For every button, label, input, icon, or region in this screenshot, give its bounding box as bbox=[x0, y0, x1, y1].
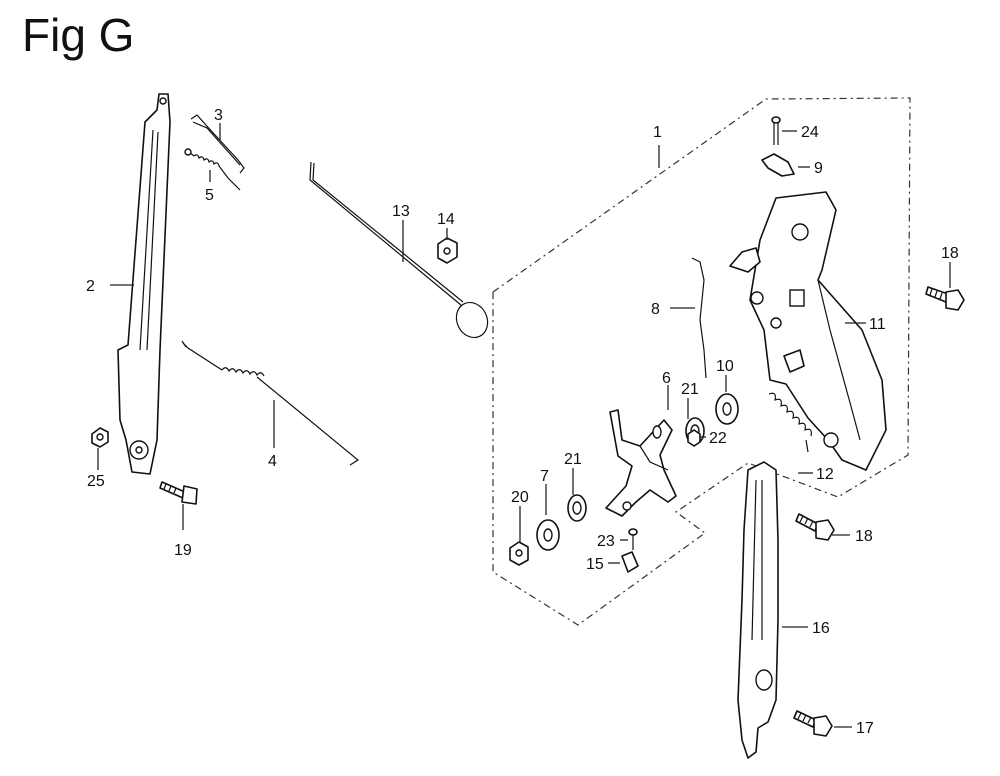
callout-9: 9 bbox=[814, 160, 823, 177]
part-8-spring bbox=[691, 257, 707, 379]
part-18b-bolt bbox=[795, 513, 835, 541]
callout-10: 10 bbox=[716, 358, 734, 375]
figure-title: Fig G bbox=[22, 9, 135, 61]
callout-20: 20 bbox=[511, 489, 529, 506]
part-4-spring-rod bbox=[181, 340, 360, 466]
callout-4: 4 bbox=[268, 453, 277, 470]
part-5-spring bbox=[184, 148, 241, 191]
part-3-rod bbox=[190, 114, 245, 174]
part-23-screw bbox=[628, 528, 638, 550]
leader-lines bbox=[97, 123, 951, 728]
part-16-plate bbox=[737, 461, 779, 759]
callout-15: 15 bbox=[586, 556, 604, 573]
part-13-rod bbox=[309, 161, 489, 339]
callout-12: 12 bbox=[816, 466, 834, 483]
callout-11: 11 bbox=[869, 316, 886, 333]
callout-labels: 1 2 3 4 5 6 7 8 9 10 11 12 13 14 15 16 1… bbox=[86, 107, 959, 737]
callout-25: 25 bbox=[87, 473, 105, 490]
assembly-1-boundary bbox=[492, 97, 911, 626]
part-9-clip bbox=[761, 153, 795, 177]
callout-2: 2 bbox=[86, 278, 95, 295]
part-10-washer bbox=[715, 393, 739, 425]
callout-18-upper: 18 bbox=[941, 245, 959, 262]
callout-5: 5 bbox=[205, 187, 214, 204]
callout-8: 8 bbox=[651, 301, 660, 318]
callout-14: 14 bbox=[437, 211, 455, 228]
callout-22: 22 bbox=[709, 430, 727, 447]
part-15-collar bbox=[621, 551, 639, 573]
part-7-washer bbox=[536, 519, 560, 551]
part-6-lever bbox=[605, 409, 677, 517]
part-14-nut bbox=[437, 237, 458, 264]
part-2-arm bbox=[117, 93, 171, 475]
part-21b-washer bbox=[567, 494, 587, 522]
part-22-nut bbox=[687, 429, 701, 447]
callout-21-lower: 21 bbox=[564, 451, 582, 468]
callout-1: 1 bbox=[653, 124, 662, 141]
part-24-screw bbox=[771, 116, 781, 145]
part-20-nut bbox=[509, 541, 529, 566]
callout-23: 23 bbox=[597, 533, 615, 550]
part-25-nut bbox=[91, 427, 109, 448]
part-12-spring bbox=[768, 392, 812, 453]
callout-24: 24 bbox=[801, 124, 819, 141]
callout-21-upper: 21 bbox=[681, 381, 699, 398]
callout-17: 17 bbox=[856, 720, 874, 737]
callout-7: 7 bbox=[540, 468, 549, 485]
callout-19: 19 bbox=[174, 542, 192, 559]
callout-16: 16 bbox=[812, 620, 830, 637]
part-17-bolt bbox=[793, 710, 833, 737]
part-18a-bolt bbox=[925, 286, 965, 311]
callout-18-lower: 18 bbox=[855, 528, 873, 545]
part-19-bolt bbox=[159, 481, 198, 505]
part-11-plate bbox=[729, 191, 887, 471]
callout-13: 13 bbox=[392, 203, 410, 220]
callout-3: 3 bbox=[214, 107, 223, 124]
callout-6: 6 bbox=[662, 370, 671, 387]
